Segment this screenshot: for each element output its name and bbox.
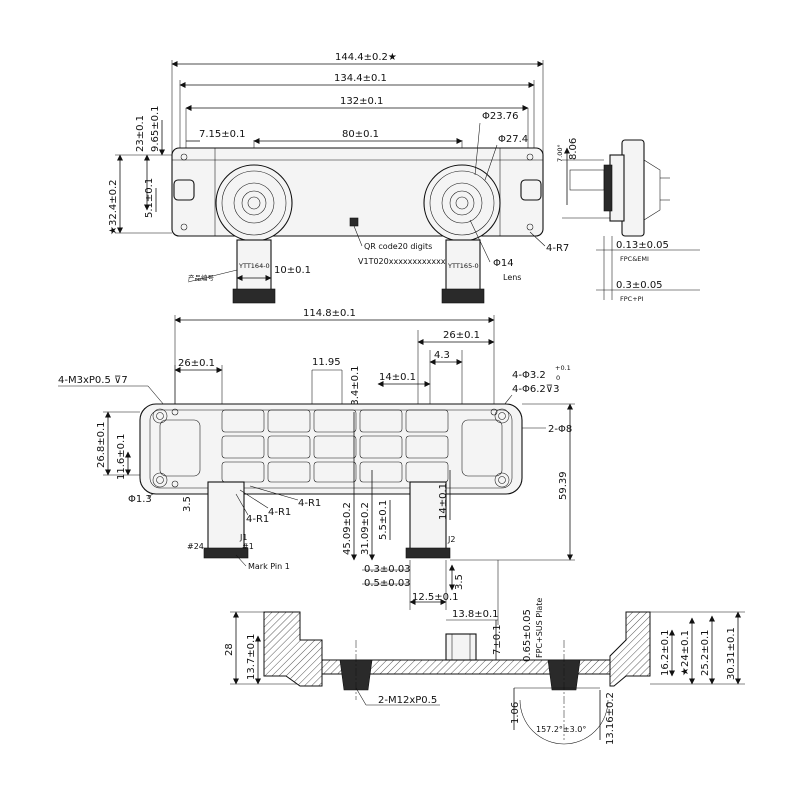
dim-baseline: 80±0.1: [342, 129, 379, 140]
dim-31-09: 31.09±0.2: [360, 502, 371, 555]
dim-11-95: 11.95: [312, 357, 341, 368]
dim-7: 7±0.1: [492, 624, 503, 655]
dim-dia-1-3: Φ1.3: [128, 494, 152, 505]
section-left-wall: [263, 611, 323, 687]
fpc-emi-value: 0.13±0.05: [616, 240, 669, 251]
serial-label: V1T020xxxxxxxxxxxxx: [358, 257, 451, 266]
top-view: 144.4±0.2★ 134.4±0.1 132±0.1 80±0.1 7.15…: [108, 52, 569, 304]
dim-0-65: 0.65±0.05: [522, 609, 533, 662]
side-height: 8.06: [568, 138, 579, 160]
qr-code: [349, 217, 359, 227]
section-base-plate: [321, 659, 611, 675]
corner-hole-br: [494, 472, 510, 488]
dim-26-left: 26±0.1: [178, 358, 215, 369]
fpc-j1: [207, 481, 245, 551]
dim-13-8: 13.8±0.1: [452, 609, 499, 620]
hole-3-2: 4-Φ3.2: [512, 370, 546, 381]
dim-dia-23: Φ23.76: [482, 111, 519, 122]
dim-0-3: 0.3±0.03: [364, 564, 411, 575]
r1-a: 4-R1: [246, 514, 269, 525]
chinese-label: 产品编号: [188, 273, 215, 282]
lens-right: [423, 164, 501, 242]
fpc-left: [236, 239, 272, 291]
section-right-wall: [609, 611, 651, 687]
fpc-pi-value: 0.3±0.05: [616, 280, 663, 291]
dim-0-5: 0.5±0.03: [364, 578, 411, 589]
corner-hole-tl: [152, 408, 168, 424]
hole-3-2-tol: +0.1: [555, 364, 571, 372]
hole-6-2: 4-Φ6.2⊽3: [512, 384, 559, 395]
rib-grid: [159, 409, 503, 483]
section-view: 28 13.7±0.1 7±0.1 0.65±0.05 FPC+SUS Plat…: [224, 598, 745, 745]
fpc-emi-label: FPC&EMI: [620, 255, 649, 263]
side-angle: 7.00°: [556, 144, 564, 162]
side-view: 7.00° 8.06 0.13±0.05 FPC&EMI 0.3±0.05 FP…: [556, 138, 700, 303]
dim-angle: 157.2°±3.0°: [536, 725, 586, 734]
dim-13-4: 13.4±0.1: [350, 365, 361, 412]
fpc-sus-label: FPC+SUS Plate: [535, 598, 544, 658]
dim-24: ★24±0.1: [680, 630, 691, 676]
lens-left: [215, 164, 293, 242]
dim-height-32: ★32.4±0.2: [108, 179, 119, 235]
lens-label: Lens: [503, 273, 521, 282]
dim-5-5: 5.5±0.1: [378, 500, 389, 540]
dim-dia-27: Φ27.4: [498, 134, 528, 145]
dim-26-right: 26±0.1: [443, 330, 480, 341]
bottom-view: 114.8±0.1 26±0.1 26±0.1 4.3 14±0.1 11.95…: [58, 308, 575, 625]
hole-3-2-tol-low: 0: [556, 374, 560, 382]
dim-1-06: 1.06: [510, 702, 521, 724]
dim-30-31: 30.31±0.1: [726, 627, 737, 680]
j2-label: J2: [447, 535, 455, 544]
pin1-label: #1: [242, 542, 254, 551]
dim-offset-x: 7.15±0.1: [199, 129, 246, 140]
dim-width-114: 114.8±0.1: [303, 308, 356, 319]
fpc-pi-label: FPC+PI: [620, 295, 644, 303]
corner-hole-tr: [494, 408, 510, 424]
dim-overall-width: 144.4±0.2★: [335, 52, 397, 63]
dim-14-v: 14±0.1: [438, 483, 449, 520]
dim-25-2: 25.2±0.1: [700, 629, 711, 676]
dim-59-39: 59.39: [558, 471, 569, 500]
pin24-label: #24: [187, 542, 204, 551]
dim-m12: 2-M12xP0.5: [378, 695, 437, 706]
dim-12-5: 12.5±0.1: [412, 592, 459, 603]
j1-label: J1: [239, 533, 247, 542]
dim-26-8: 26.8±0.1: [96, 421, 107, 468]
dim-offset-y: 9.65±0.1: [150, 105, 161, 152]
dim-fpc-10: 10±0.1: [274, 265, 311, 276]
dim-4-3: 4.3: [434, 350, 450, 361]
mount-slot-right: [520, 179, 542, 201]
dim-height-23: 23±0.1: [135, 115, 146, 152]
screw-spec: 4-M3xP0.5 ⊽7: [58, 375, 128, 386]
dim-dia-14: Φ14: [493, 258, 514, 269]
dim-28: 28: [224, 643, 235, 656]
fpc-tag-left: YTT164-0: [238, 262, 270, 270]
dim-radius: 4-R7: [546, 243, 569, 254]
dim-45-09: 45.09±0.2: [342, 502, 353, 555]
dim-13-16: 13.16±0.2: [605, 692, 616, 745]
housing-bottom: [139, 403, 523, 495]
connector-block: [445, 633, 477, 661]
qr-label: QR code20 digits: [364, 242, 432, 251]
mount-slot-left: [173, 179, 195, 201]
pin-8: 2-Φ8: [548, 424, 572, 435]
fpc-tag-right: YTT165-0: [447, 262, 479, 270]
dim-3-5: 3.5: [182, 496, 193, 512]
mark-pin-label: Mark Pin 1: [248, 562, 290, 571]
corner-hole-bl: [152, 472, 168, 488]
dim-13-7: 13.7±0.1: [246, 633, 257, 680]
r1-b: 4-R1: [268, 507, 291, 518]
dim-11-6: 11.6±0.1: [116, 433, 127, 480]
dim-hole-5: 5.1±0.1: [144, 178, 155, 218]
side-housing: [621, 139, 645, 237]
dim-16-2: 16.2±0.1: [660, 629, 671, 676]
r1-c: 4-R1: [298, 498, 321, 509]
dim-mount-span: 134.4±0.1: [334, 73, 387, 84]
dim-14: 14±0.1: [379, 372, 416, 383]
dim-inner-span: 132±0.1: [340, 96, 383, 107]
dim-3-5b: 3.5: [454, 574, 465, 590]
